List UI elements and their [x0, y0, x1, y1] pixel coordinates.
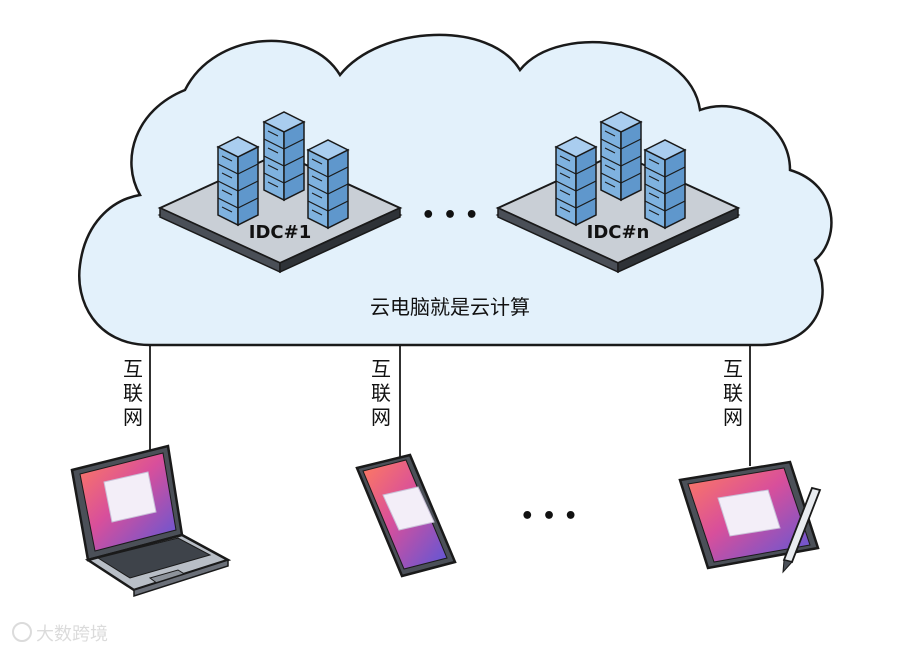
- svg-text:互联网: 互联网: [123, 357, 143, 429]
- phone-icon: [355, 453, 457, 578]
- datacenter-ellipsis: • • •: [421, 203, 479, 228]
- svg-text:互联网: 互联网: [371, 357, 391, 429]
- device-ellipsis: • • •: [520, 504, 578, 529]
- connection-label-char: 互: [723, 357, 743, 381]
- laptop-icon: [70, 444, 232, 598]
- datacenter-label: IDC#1: [249, 222, 311, 243]
- connection-label-char: 互: [123, 357, 143, 381]
- svg-text:互联网: 互联网: [723, 357, 743, 429]
- connection-label-char: 联: [371, 381, 391, 405]
- cloud-shape: [78, 33, 833, 347]
- connection-label-char: 联: [723, 381, 743, 405]
- tablet-icon: [678, 460, 822, 574]
- server-icon: [644, 139, 686, 229]
- connection-label-char: 互: [371, 357, 391, 381]
- datacenter-right: IDC#n: [495, 111, 741, 274]
- watermark: 大数跨境: [12, 622, 108, 645]
- connection-label-char: 网: [371, 405, 391, 429]
- connection-label-char: 网: [123, 405, 143, 429]
- connection-label-left: 互联网: [122, 356, 144, 429]
- server-icon: [307, 139, 349, 229]
- server-icon: [263, 111, 305, 201]
- datacenter-label: IDC#n: [587, 222, 650, 243]
- server-icon: [555, 136, 597, 226]
- server-icon: [217, 136, 259, 226]
- watermark-text: 大数跨境: [36, 624, 108, 645]
- connection-label-middle: 互联网: [370, 356, 392, 429]
- cloud-label: 云电脑就是云计算: [370, 295, 530, 319]
- connection-label-right: 互联网: [722, 356, 744, 429]
- connection-label-char: 网: [723, 405, 743, 429]
- datacenter-left: IDC#1: [157, 111, 403, 274]
- connection-label-char: 联: [123, 381, 143, 405]
- server-icon: [600, 111, 642, 201]
